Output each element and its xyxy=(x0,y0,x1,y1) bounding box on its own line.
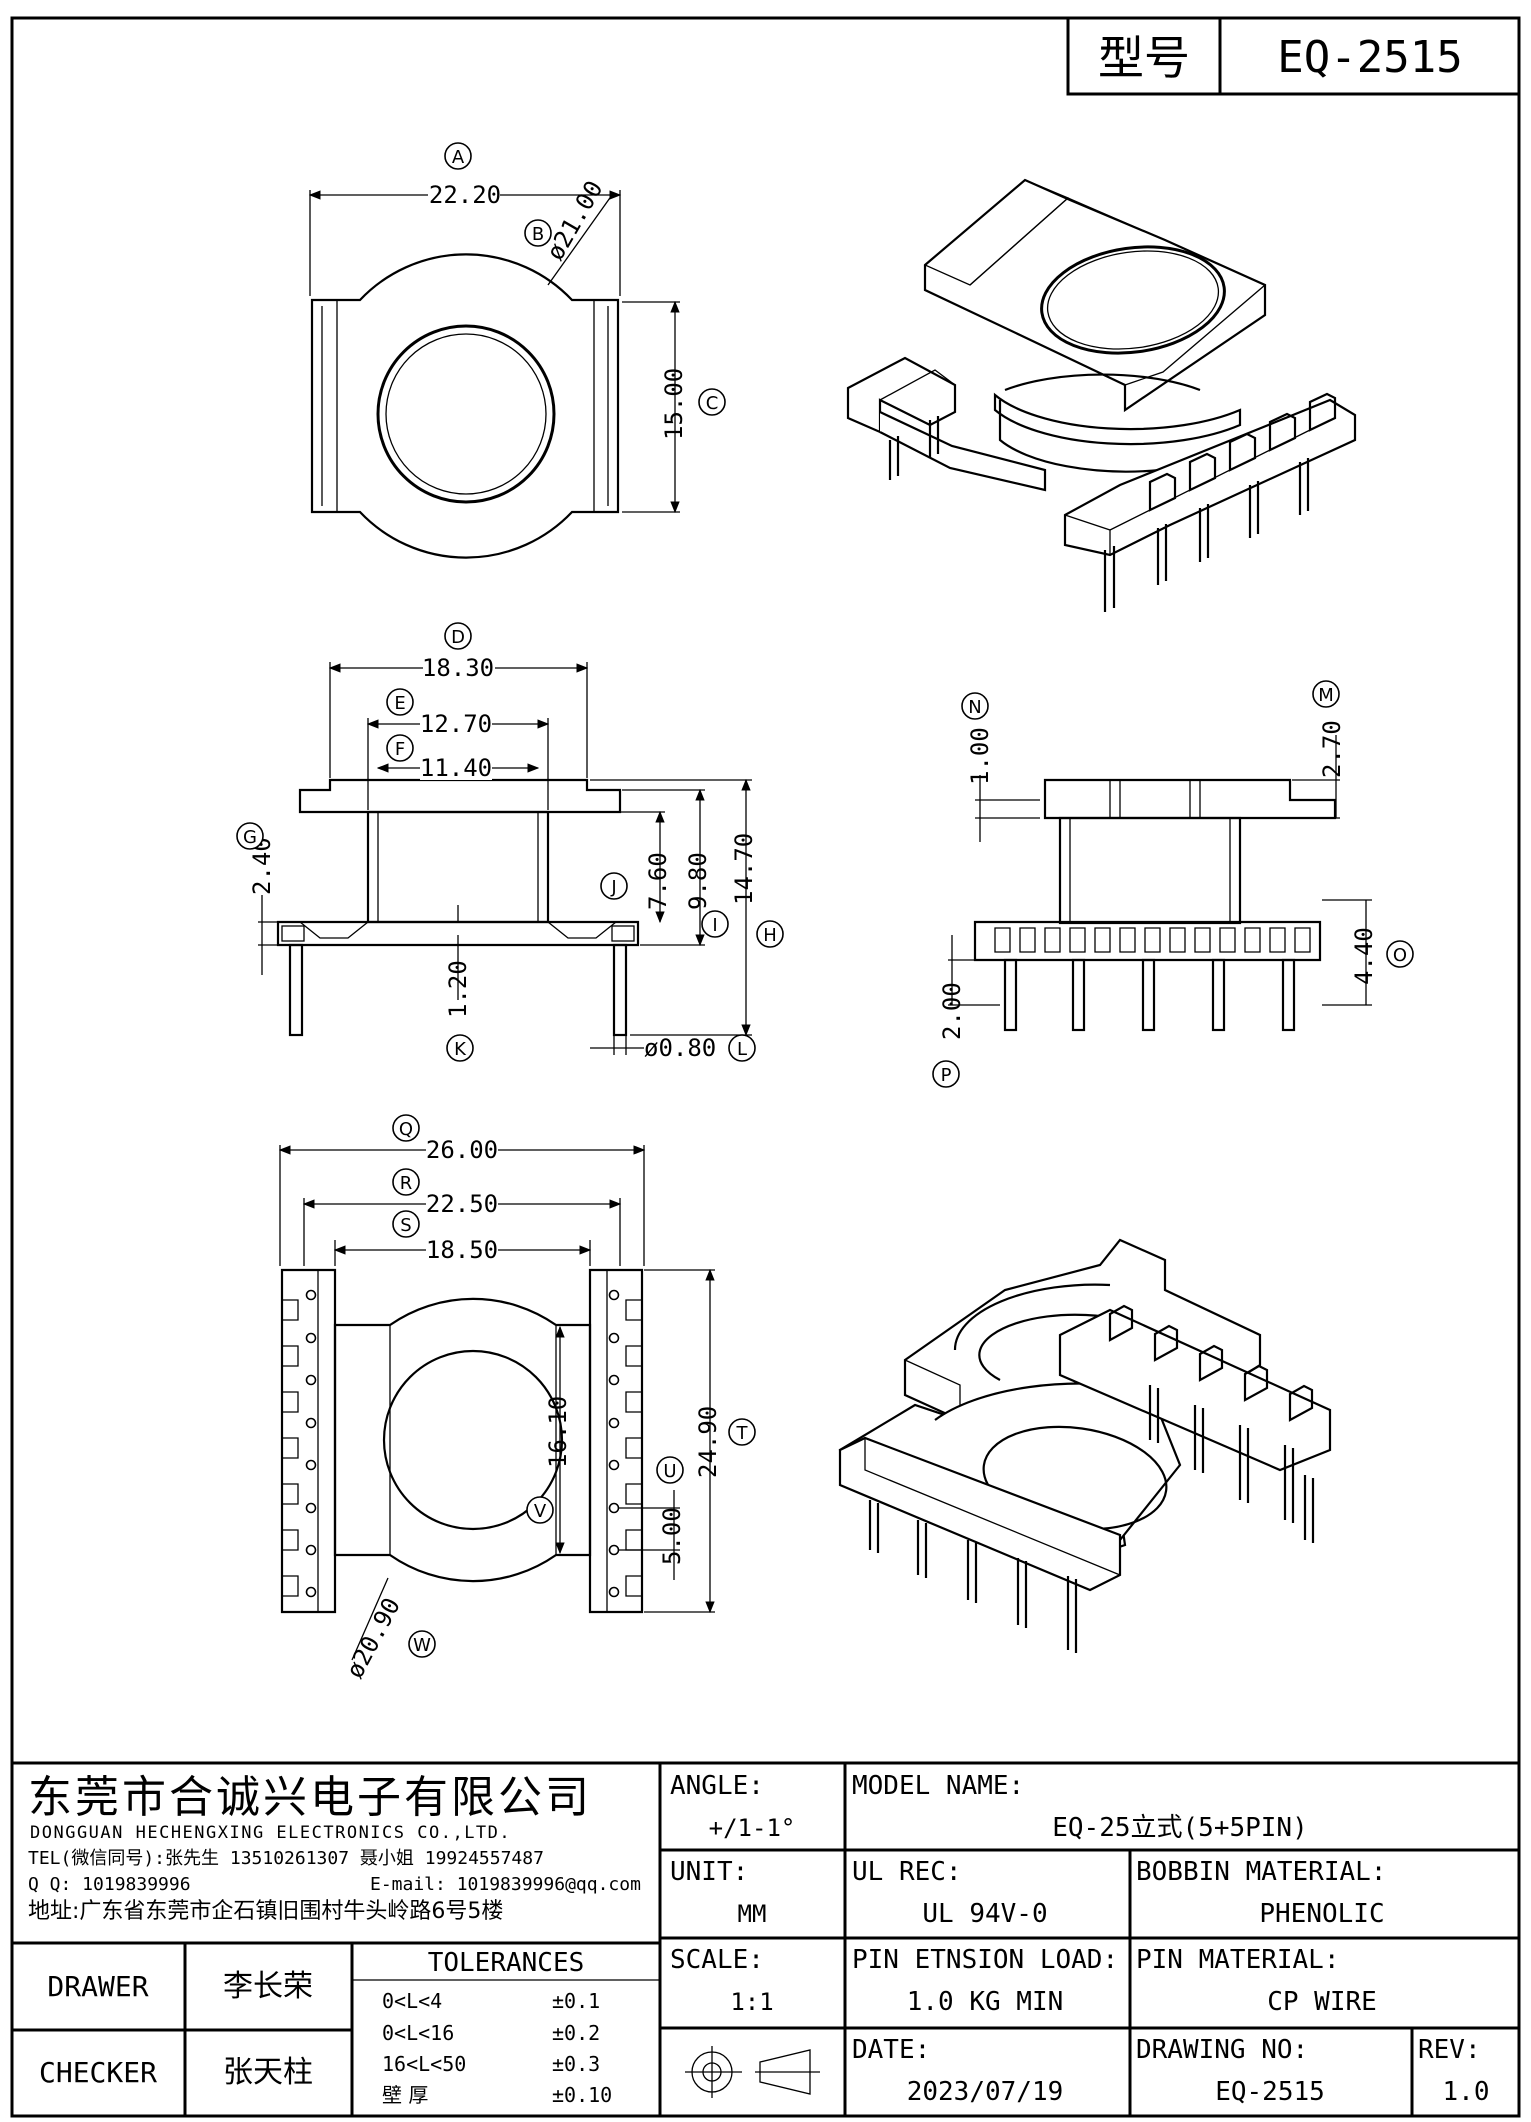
tolerances-title: TOLERANCES xyxy=(428,1948,585,1978)
dim-F-value: 11.40 xyxy=(420,754,492,782)
tol-value-2: ±0.3 xyxy=(552,2052,600,2076)
drawer-label: DRAWER xyxy=(47,1970,148,2003)
dim-H-tag: H xyxy=(763,925,777,946)
dim-R-value: 22.50 xyxy=(426,1190,498,1218)
angle-label: ANGLE: xyxy=(670,1771,764,1801)
dim-J-tag: J xyxy=(610,877,616,898)
ul-label: UL REC: xyxy=(852,1857,962,1887)
pin-material-label: PIN MATERIAL: xyxy=(1136,1945,1340,1975)
dim-T-value: 24.90 xyxy=(694,1406,722,1478)
drawing-no-value: EQ-2515 xyxy=(1215,2077,1325,2107)
dim-D-tag: D xyxy=(451,627,465,648)
company-name-cn: 东莞市合诚兴电子有限公司 xyxy=(28,1772,592,1823)
tol-value-3: ±0.10 xyxy=(552,2083,612,2107)
pin-extension-label: PIN ETNSION LOAD: xyxy=(852,1945,1118,1975)
company-name-en: DONGGUAN HECHENGXING ELECTRONICS CO.,LTD… xyxy=(30,1823,511,1843)
dim-F-tag: F xyxy=(395,739,405,760)
model-value: EQ-25立式(5+5PIN) xyxy=(1052,1813,1308,1843)
dim-B-tag: B xyxy=(532,224,544,245)
dim-E-tag: E xyxy=(394,693,405,714)
dim-R-tag: R xyxy=(400,1173,413,1194)
type-label: 型号 xyxy=(1098,31,1190,85)
bottom-view: 26.00 Q 22.50 R 18.50 S 24.90 T 5.00 U xyxy=(278,1114,756,1683)
scale-value: 1:1 xyxy=(730,1988,773,2016)
side-view: 1.00 N 2.70 M 4.40 O 2.00 P xyxy=(932,680,1414,1088)
dim-J-value: 7.60 xyxy=(644,852,672,910)
unit-value: MM xyxy=(738,1900,767,1928)
dim-A-tag: A xyxy=(452,147,465,168)
dim-P-tag: P xyxy=(941,1065,952,1086)
sheet-border xyxy=(10,16,1521,2118)
type-box: 型号 EQ-2515 xyxy=(1066,16,1521,96)
dim-N-value: 1.00 xyxy=(966,727,994,785)
dim-K-value: 1.20 xyxy=(444,960,472,1018)
dim-O-value: 4.40 xyxy=(1350,927,1378,985)
dim-V-value: 16.10 xyxy=(544,1396,572,1468)
type-value: EQ-2515 xyxy=(1277,32,1462,83)
dim-W-tag: W xyxy=(413,1635,431,1656)
dim-K-tag: K xyxy=(454,1039,467,1060)
dim-I-value: 9.80 xyxy=(684,852,712,910)
date-label: DATE: xyxy=(852,2035,930,2065)
checker-label: CHECKER xyxy=(39,2056,157,2089)
tol-range-1: 0<L<16 xyxy=(382,2021,454,2045)
dim-U-tag: U xyxy=(663,1461,676,1482)
pin-material-value: CP WIRE xyxy=(1267,1987,1377,2017)
front-view: 18.30 D 12.70 E 11.40 F 2.40 G 7.60 J 9. xyxy=(236,622,784,1062)
dim-Q-value: 26.00 xyxy=(426,1136,498,1164)
tol-value-0: ±0.1 xyxy=(552,1989,600,2013)
title-block: 东莞市合诚兴电子有限公司 DONGGUAN HECHENGXING ELECTR… xyxy=(12,1761,1519,2116)
bobbin-label: BOBBIN MATERIAL: xyxy=(1136,1857,1386,1887)
ul-value: UL 94V-0 xyxy=(922,1899,1047,1929)
dim-B-value: ø21.00 xyxy=(541,176,609,265)
dim-I-tag: I xyxy=(712,915,717,936)
dim-E-value: 12.70 xyxy=(420,710,492,738)
tol-range-3: 壁 厚 xyxy=(382,2083,428,2107)
dim-M-tag: M xyxy=(1318,685,1334,706)
model-label: MODEL NAME: xyxy=(852,1771,1024,1801)
dim-Q-tag: Q xyxy=(399,1119,413,1140)
date-value: 2023/07/19 xyxy=(907,2077,1064,2107)
pin-extension-value: 1.0 KG MIN xyxy=(907,1987,1064,2017)
drawing-no-label: DRAWING NO: xyxy=(1136,2035,1308,2065)
dim-L-value: ø0.80 xyxy=(644,1034,716,1062)
dim-G-tag: G xyxy=(243,827,257,848)
scale-label: SCALE: xyxy=(670,1945,764,1975)
checker-name: 张天柱 xyxy=(223,2055,313,2090)
rev-value: 1.0 xyxy=(1443,2077,1490,2107)
top-view: 22.20 A ø21.00 B 15.00 C xyxy=(308,142,726,559)
tol-range-2: 16<L<50 xyxy=(382,2052,466,2076)
projection-symbol-icon xyxy=(685,2046,820,2098)
angle-value: +/1-1° xyxy=(709,1814,796,1842)
dim-N-tag: N xyxy=(968,697,981,718)
bobbin-value: PHENOLIC xyxy=(1259,1899,1384,1929)
rev-label: REV: xyxy=(1418,2035,1481,2065)
unit-label: UNIT: xyxy=(670,1857,748,1887)
company-qq: Q Q: 1019839996 xyxy=(28,1874,191,1895)
dim-D-value: 18.30 xyxy=(422,654,494,682)
drawer-name: 李长荣 xyxy=(223,1969,313,2004)
dim-U-value: 5.00 xyxy=(658,1507,686,1565)
dim-C-value: 15.00 xyxy=(660,368,688,440)
tol-value-1: ±0.2 xyxy=(552,2021,600,2045)
dim-T-tag: T xyxy=(736,1423,749,1444)
dim-M-value: 2.70 xyxy=(1318,720,1346,778)
company-email: E-mail: 1019839996@qq.com xyxy=(370,1874,641,1895)
company-tel: TEL(微信同号):张先生 13510261307 聂小姐 1992455748… xyxy=(28,1848,544,1869)
dim-S-value: 18.50 xyxy=(426,1236,498,1264)
isometric-view-top xyxy=(846,178,1357,612)
dim-W-value: ø20.90 xyxy=(341,1593,406,1683)
isometric-view-bottom xyxy=(838,1238,1332,1653)
dim-V-tag: V xyxy=(534,1501,547,1522)
dim-L-tag: L xyxy=(737,1039,747,1060)
dim-H-value: 14.70 xyxy=(730,833,758,905)
dim-A-value: 22.20 xyxy=(429,181,501,209)
dim-C-tag: C xyxy=(706,393,719,414)
dim-S-tag: S xyxy=(400,1215,411,1236)
dim-P-value: 2.00 xyxy=(938,982,966,1040)
company-address: 地址:广东省东莞市企石镇旧围村牛头岭路6号5楼 xyxy=(28,1899,503,1924)
dim-O-tag: O xyxy=(1393,945,1407,966)
tol-range-0: 0<L<4 xyxy=(382,1989,442,2013)
